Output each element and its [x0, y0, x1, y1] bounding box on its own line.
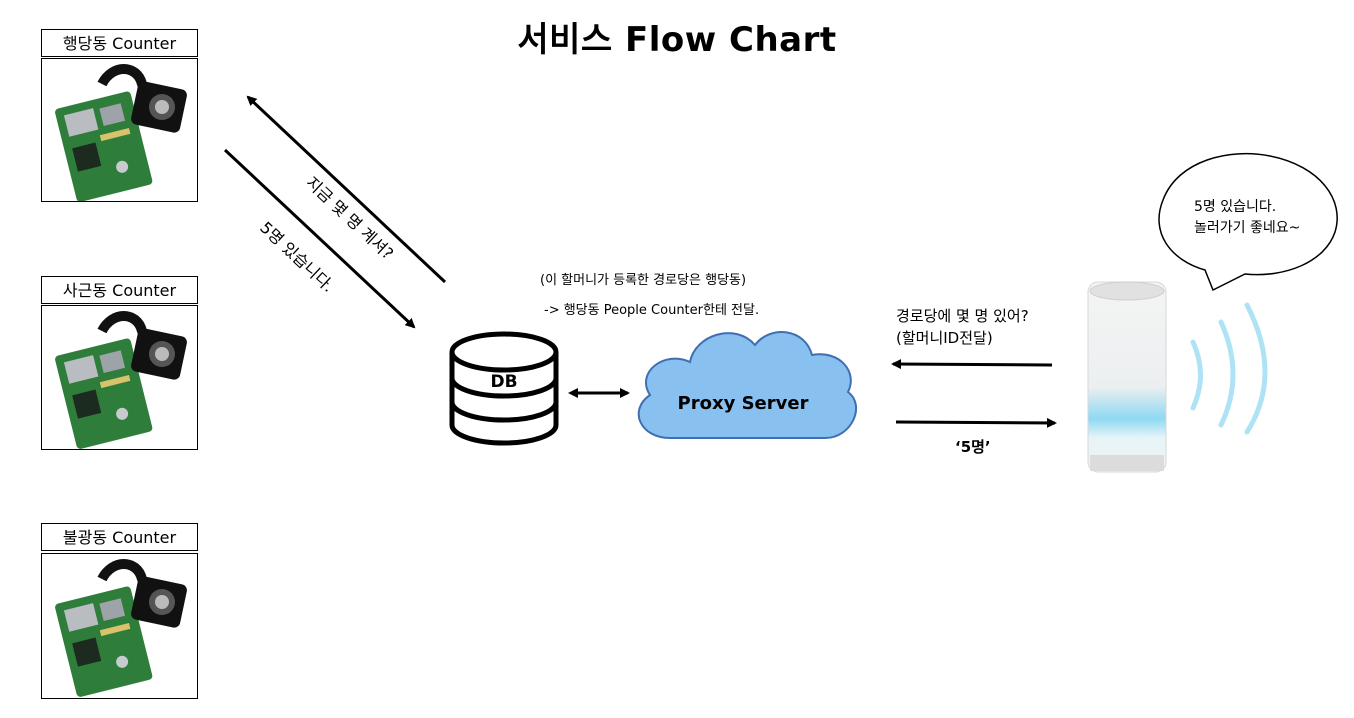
proxy-server-label: Proxy Server — [677, 393, 809, 414]
raspberry-pi-camera-icon — [55, 559, 187, 697]
db-note-line1: (이 할머니가 등록한 경로당은 행당동) — [540, 273, 747, 288]
db-note-line2: -> 행당동 People Counter한테 전달. — [544, 303, 760, 318]
counter-device-photo — [41, 305, 198, 450]
counter-device-photo — [41, 58, 198, 202]
arrow-db-to-counter — [246, 95, 447, 284]
bubble-text-line2: 놀러가기 좋네요~ — [1194, 220, 1301, 236]
arrow-server-to-speaker — [895, 417, 1057, 428]
counter-device-photo — [41, 553, 198, 699]
raspberry-pi-camera-icon — [55, 311, 187, 449]
bubble-text-line1: 5명 있습니다. — [1194, 199, 1277, 215]
arrow-speaker-to-server — [891, 359, 1053, 370]
arrow-counter-to-db — [223, 148, 416, 329]
speaker-question-line1: 경로당에 몇 명 있어? — [896, 307, 1029, 325]
speaker-answer-label: ‘5명’ — [955, 438, 991, 456]
cloud-icon — [637, 331, 858, 439]
counter-label-sageun: 사근동 Counter — [41, 276, 198, 304]
raspberry-pi-camera-icon — [55, 64, 187, 201]
counter-label-bulgwang: 불광동 Counter — [41, 523, 198, 551]
db-label: DB — [490, 372, 518, 392]
smart-speaker-icon — [1087, 281, 1167, 473]
page-title: 서비스 Flow Chart — [517, 20, 837, 60]
database-icon — [449, 331, 559, 446]
counter-label-haengdang: 행당동 Counter — [41, 29, 198, 57]
sound-wave-icon — [1190, 302, 1268, 435]
speaker-question-line2: (할머니ID전달) — [896, 329, 993, 347]
speech-bubble-shape — [1158, 152, 1338, 292]
